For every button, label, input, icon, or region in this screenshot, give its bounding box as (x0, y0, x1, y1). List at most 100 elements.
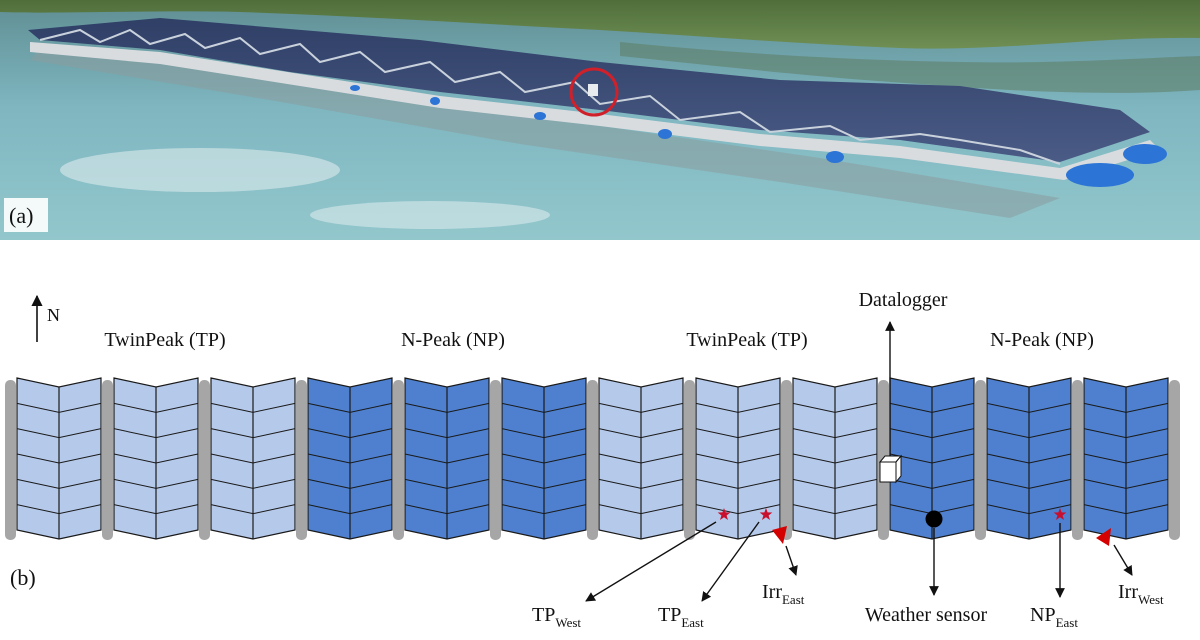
tp-west-label-sub: West (555, 615, 581, 630)
irr-west-label-sub: West (1138, 592, 1164, 607)
pv-panel-row-line (598, 428, 684, 439)
datalogger-highlight-circle (569, 67, 619, 117)
pv-module-tp (210, 377, 296, 540)
datalogger-label: Datalogger (859, 289, 948, 311)
np-east-star-icon (1053, 508, 1067, 520)
pv-panel-row-line (210, 402, 296, 413)
pv-panel-row-line (1083, 428, 1169, 439)
pv-panel-row-line (695, 504, 781, 515)
sensor-np-east: NPEast (1030, 508, 1078, 630)
pv-panel-row-line (16, 402, 102, 413)
sensor-tp-east: TPEast (658, 508, 773, 630)
pontoon-float (296, 380, 307, 540)
pv-panel-row-line (210, 428, 296, 439)
pv-panel-row-line (792, 428, 878, 439)
pv-panel-row-line (598, 453, 684, 464)
pv-panel-row-line (113, 402, 199, 413)
pv-peak-ridges (39, 28, 1061, 165)
datalogger-box-photo (588, 84, 598, 96)
pv-panel-row-line (598, 478, 684, 489)
panel-label-box (4, 198, 48, 232)
tp-east-star-icon (759, 508, 773, 520)
pontoon-float (393, 380, 404, 540)
pv-panel-row-line (986, 402, 1072, 413)
floating-pv-photo: (a) (0, 0, 1200, 240)
tp-west-label-base: TP (532, 604, 555, 626)
pv-panel-row-line (113, 428, 199, 439)
pontoon-float (5, 380, 16, 540)
weather-sensor-label: Weather sensor (865, 604, 988, 626)
tp-west-label: TPWest (532, 604, 581, 630)
np-east-label: NPEast (1030, 604, 1078, 630)
pontoon-float (102, 380, 113, 540)
pv-panel-row-line (16, 428, 102, 439)
tp-east-label-sub: East (681, 615, 704, 630)
pv-panel-row-line (986, 453, 1072, 464)
pv-panel-row-line (1083, 478, 1169, 489)
pv-panel-row-line (986, 428, 1072, 439)
pv-panel-row-line (307, 428, 393, 439)
pv-panel-row-line (792, 504, 878, 515)
pv-panel-row-line (986, 504, 1072, 515)
pv-panel-row-line (695, 478, 781, 489)
irr-west-marker-icon (1096, 528, 1111, 546)
pv-module-tp (792, 377, 878, 540)
layout-schematic: N TwinPeak (TP) N-Peak (NP) TwinPeak (TP… (5, 289, 1180, 630)
weather-sensor: Weather sensor (865, 510, 988, 626)
pv-panel-row-line (695, 453, 781, 464)
section-label-twinpeak-1: TwinPeak (TP) (104, 329, 225, 351)
pontoon-frame (30, 42, 1160, 180)
pv-panel-row-line (210, 504, 296, 515)
pv-panel-row-line (307, 453, 393, 464)
irr-west-label: IrrWest (1118, 581, 1164, 607)
section-label-twinpeak-2: TwinPeak (TP) (686, 329, 807, 351)
pv-panel-row-line (307, 402, 393, 413)
cloud-reflection (60, 148, 340, 192)
pv-module-tp (16, 377, 102, 540)
section-label-npeak-2: N-Peak (NP) (990, 329, 1094, 351)
pv-panel-row-line (1083, 402, 1169, 413)
pv-panel-row-line (889, 402, 975, 413)
pontoon-float (975, 380, 986, 540)
sensor-tp-west: TPWest (532, 508, 731, 630)
pv-panel-row-line (404, 478, 490, 489)
pontoon-float (781, 380, 792, 540)
pv-panel-row-line (307, 478, 393, 489)
pv-panel-row-line (1083, 504, 1169, 515)
pv-panel-row-line (1083, 453, 1169, 464)
pontoon-float (587, 380, 598, 540)
pv-panel-row-line (307, 504, 393, 515)
datalogger-box-icon (879, 461, 897, 483)
datalogger: Datalogger (859, 289, 948, 484)
pv-panel-row-line (501, 453, 587, 464)
sensor-irr-west: IrrWest (1096, 528, 1164, 607)
sensor-irr-east: IrrEast (762, 526, 805, 607)
panel-label-b: (b) (10, 565, 36, 590)
pv-module-np (1083, 377, 1169, 540)
pv-module-np (404, 377, 490, 540)
pv-panel-row-line (16, 504, 102, 515)
pv-panel-row-line (598, 402, 684, 413)
pv-panel-row-line (404, 402, 490, 413)
pv-panel-row-line (792, 478, 878, 489)
pv-panel-row-line (113, 478, 199, 489)
pv-panel-row-line (986, 478, 1072, 489)
tp-east-label-base: TP (658, 604, 681, 626)
pv-panel-row-line (695, 402, 781, 413)
pv-panel-row-line (501, 402, 587, 413)
irr-east-label: IrrEast (762, 581, 805, 607)
pv-panel-row-line (113, 453, 199, 464)
irr-east-label-sub: East (782, 592, 805, 607)
pv-module-np (501, 377, 587, 540)
pontoon-float (1169, 380, 1180, 540)
pv-panel-row-line (501, 428, 587, 439)
section-label-npeak-1: N-Peak (NP) (401, 329, 505, 351)
pv-panel-row-line (598, 504, 684, 515)
tp-east-label: TPEast (658, 604, 704, 630)
pv-panel-row-line (113, 504, 199, 515)
pv-module-tp (113, 377, 199, 540)
pv-module-tp (598, 377, 684, 540)
pv-panel-row-line (210, 453, 296, 464)
pv-panel-row-line (404, 504, 490, 515)
irr-east-marker-icon (772, 526, 787, 544)
